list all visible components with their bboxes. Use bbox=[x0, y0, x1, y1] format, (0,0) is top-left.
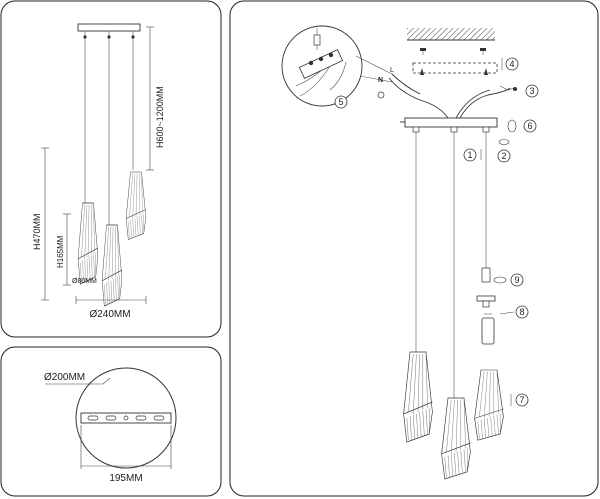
panel-dimensions: H600~1200MM H470MM H165MM Ø80MM Ø240MM bbox=[0, 0, 222, 338]
canopy bbox=[77, 23, 141, 32]
earth-symbol bbox=[377, 91, 385, 99]
step-marker-5: 5 bbox=[334, 95, 348, 109]
panel-installation: N L 1 2 3 4 5 6 bbox=[229, 0, 599, 497]
step-marker-8: 8 bbox=[499, 305, 529, 319]
shade-left bbox=[77, 202, 99, 285]
step-marker-2: 2 bbox=[497, 139, 511, 163]
install-shade-left bbox=[403, 351, 433, 443]
svg-text:4: 4 bbox=[509, 59, 514, 69]
step-marker-1: 1 bbox=[463, 148, 482, 162]
install-shade-middle bbox=[441, 397, 471, 480]
install-shade-right bbox=[474, 369, 504, 441]
step-marker-6: 6 bbox=[507, 119, 537, 133]
panel-frame bbox=[0, 0, 222, 338]
wire-label-l: L bbox=[390, 67, 394, 74]
supply-wire bbox=[388, 77, 449, 119]
svg-text:5: 5 bbox=[338, 97, 343, 107]
step-marker-4: 4 bbox=[501, 57, 519, 71]
shade-middle bbox=[101, 224, 123, 307]
dim-shade-height: H165MM bbox=[56, 213, 71, 286]
svg-text:7: 7 bbox=[519, 395, 524, 405]
mounting-bracket bbox=[412, 62, 498, 74]
installation-canopy bbox=[404, 117, 498, 128]
svg-text:1: 1 bbox=[467, 150, 472, 160]
ceiling bbox=[407, 28, 495, 40]
svg-text:3: 3 bbox=[529, 86, 534, 96]
wiring-detail-inset bbox=[281, 25, 393, 107]
dim-cluster-height-label: H470MM bbox=[32, 213, 42, 250]
wire-label-n: N bbox=[378, 77, 383, 84]
earth-wire bbox=[459, 87, 511, 119]
svg-text:2: 2 bbox=[501, 151, 506, 161]
dim-mount-width-label: 195MM bbox=[109, 473, 142, 484]
shade-right bbox=[125, 171, 147, 240]
bulb bbox=[481, 317, 495, 345]
dim-total-height-label: H600~1200MM bbox=[155, 86, 165, 148]
svg-text:8: 8 bbox=[519, 307, 524, 317]
dim-shade-height-label: H165MM bbox=[56, 235, 65, 268]
dim-cluster-height: H470MM bbox=[32, 147, 49, 301]
lamp-socket-assembly bbox=[476, 267, 496, 345]
panel-frame-canopy bbox=[0, 346, 222, 497]
mounting-bar bbox=[80, 412, 172, 424]
ceiling-screws bbox=[420, 48, 486, 55]
dim-total-height: H600~1200MM bbox=[146, 26, 165, 171]
panel-canopy: Ø200MM 195MM bbox=[0, 346, 222, 497]
step-marker-9: 9 bbox=[493, 273, 524, 287]
panel-frame-installation bbox=[229, 0, 599, 497]
dim-canopy-diameter-label: Ø200MM bbox=[44, 372, 85, 383]
step-marker-7: 7 bbox=[510, 393, 529, 407]
svg-text:6: 6 bbox=[527, 121, 532, 131]
svg-text:9: 9 bbox=[514, 275, 519, 285]
step-marker-3: 3 bbox=[525, 84, 539, 98]
dim-shade-diameter-label: Ø80MM bbox=[72, 278, 97, 285]
dim-canopy-width-label: Ø240MM bbox=[89, 309, 130, 320]
dim-canopy-width: Ø240MM bbox=[75, 296, 147, 320]
